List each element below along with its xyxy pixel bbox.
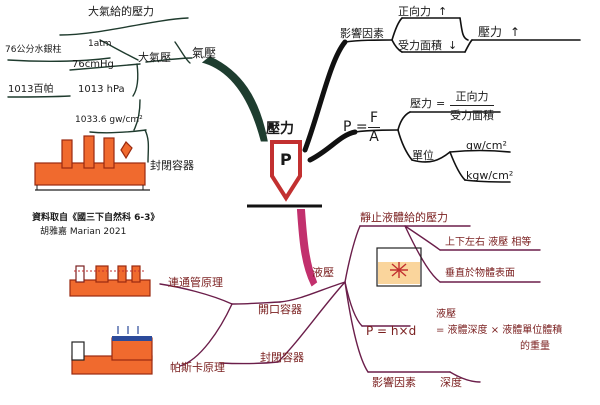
connected-label: 連通管原理 <box>168 276 223 289</box>
atm-force: 大氣給的壓力 <box>88 5 154 18</box>
inf-result: 壓力 <box>478 25 503 39</box>
formula-fraction: F A <box>368 110 381 145</box>
liquid-formula-main: P = h×d <box>366 324 417 338</box>
branch-atmosphere-thick <box>201 56 268 142</box>
line-force-label <box>174 41 191 64</box>
formula-p: P = <box>343 119 368 135</box>
liquid-formula-top: 液壓 <box>436 309 456 320</box>
center-shield <box>270 140 302 202</box>
formula-pressure: 壓力 <box>410 97 432 110</box>
liquid-formula-end: 的重量 <box>520 341 550 352</box>
formula-word-fraction: 正向力 受力面積 <box>450 88 494 123</box>
line-gwcm2 <box>133 99 141 131</box>
inf-area: 受力面積 <box>398 39 442 52</box>
unit-1: gw/cm² <box>466 139 507 152</box>
liquid-equal: 上下左右 液壓 相等 <box>445 237 532 248</box>
liquid-static: 靜止液體給的壓力 <box>360 211 448 224</box>
line-big <box>145 57 193 63</box>
unit-label: 單位 <box>412 149 434 162</box>
atm-branch: 氣壓 <box>192 46 217 60</box>
liquid-branch: 液壓 <box>312 266 334 279</box>
liquid-perp: 垂直於物體表面 <box>445 268 515 279</box>
liquid-factor: 影響因素 <box>372 376 416 389</box>
line-atm <box>99 39 139 61</box>
line-cmhg <box>69 63 141 71</box>
inf-up1: ↑ <box>438 5 448 18</box>
atm-sealed: 封閉容器 <box>150 159 194 172</box>
atm-big: 大氣壓 <box>138 51 171 64</box>
source-line2: 胡雅嘉 Marian 2021 <box>40 227 127 237</box>
pascal-label: 帕斯卡原理 <box>170 361 225 374</box>
branch-influence-thick <box>302 39 348 153</box>
sealed-container-drawing <box>34 135 150 191</box>
branch-formula-thick <box>307 129 358 163</box>
line-sealed <box>144 129 150 163</box>
center-letter: P <box>280 150 292 169</box>
center-title: 壓力 <box>266 121 294 137</box>
branch-liquid-thick <box>296 209 318 287</box>
atm-mercury: 76公分水銀柱 <box>5 45 62 55</box>
inf-force: 正向力 <box>398 5 431 18</box>
formula-eq: = <box>436 97 446 110</box>
formula-den: A <box>369 129 379 145</box>
line-hpa <box>132 63 139 97</box>
liquid-formula-eq: = 液體深度 × 液體單位體積 <box>436 325 563 336</box>
formula-fnum: 正向力 <box>450 88 494 106</box>
atm-atm: 1atm <box>88 39 112 49</box>
line-baihpa <box>7 95 71 98</box>
inf-label: 影響因素 <box>340 27 384 40</box>
formula-fden: 受力面積 <box>450 109 494 122</box>
unit-2: kgw/cm² <box>466 169 514 182</box>
line-mercury <box>7 57 111 62</box>
atm-baihpa: 1013百帕 <box>8 84 54 95</box>
source-line1: 資料取自《國三下自然科 6-3》 <box>32 213 160 223</box>
line-top <box>59 17 189 36</box>
atm-gwcm2: 1033.6 gw/cm² <box>75 115 143 125</box>
atm-cmhg: 76cmHg <box>72 59 114 70</box>
liquid-box-drawing <box>376 247 422 287</box>
pascal-drawing <box>71 326 153 375</box>
inf-up2: ↑ <box>510 25 521 39</box>
liquid-depth: 深度 <box>440 376 462 389</box>
pascal-branch: 封閉容器 <box>260 351 304 364</box>
connected-vessel-drawing <box>69 265 151 297</box>
atm-hpa: 1013 hPa <box>78 84 125 95</box>
connected-branch: 開口容器 <box>258 303 302 316</box>
inf-down1: ↓ <box>448 39 458 52</box>
formula-num: F <box>368 110 381 128</box>
